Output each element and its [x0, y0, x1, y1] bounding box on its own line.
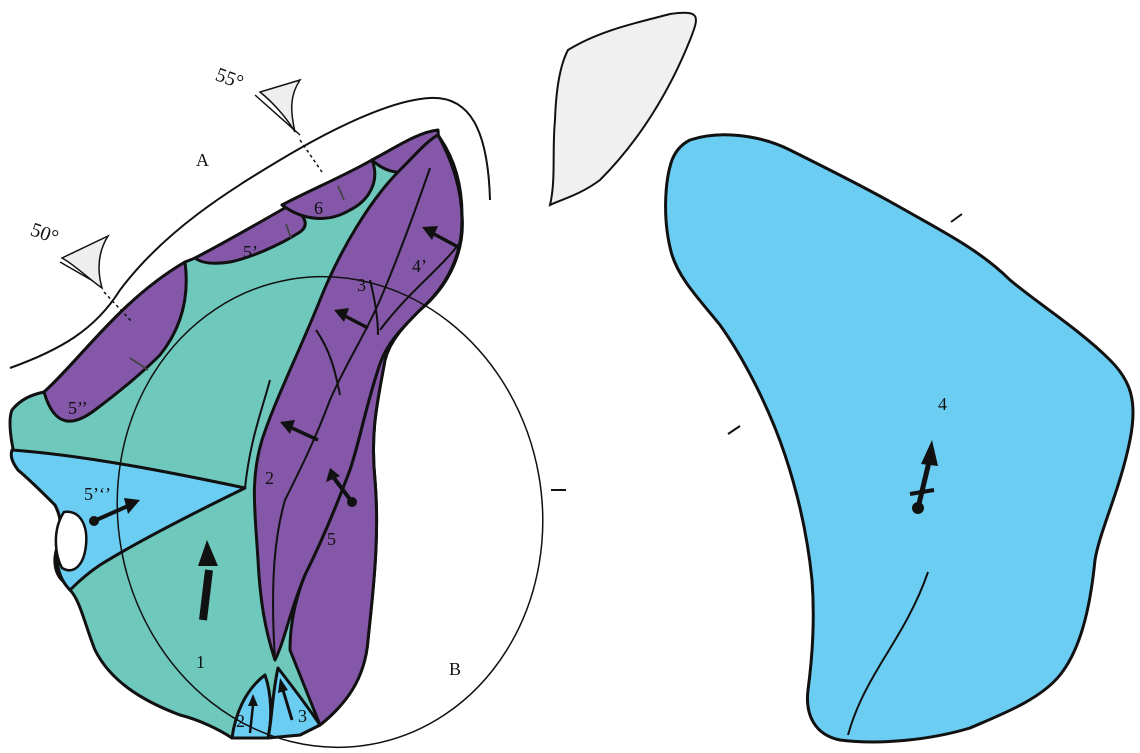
label-scar-5-double: 5’’ [68, 398, 88, 418]
label-scar-5-triple: 5’‘’ [84, 484, 111, 504]
tick-mark-top [951, 214, 962, 222]
label-angle-50: 50° [27, 219, 61, 249]
label-scar-3: 3 [357, 275, 366, 295]
tick-mark-left [728, 426, 740, 434]
label-scar-4-prime: 4’ [412, 256, 427, 276]
label-A: A [196, 150, 209, 170]
label-scar-6: 6 [314, 198, 323, 218]
angle-gauge-55 [255, 80, 322, 172]
label-angle-55: 55° [212, 64, 246, 94]
label-scar-3-small: 3 [298, 706, 307, 726]
notch [56, 512, 86, 570]
label-scar-5: 5 [327, 529, 336, 549]
label-B: B [449, 659, 461, 679]
label-scar-4: 4 [938, 394, 947, 414]
label-scar-2: 2 [265, 468, 274, 488]
artifact-right-body [666, 135, 1133, 742]
angle-gauge-50 [60, 236, 132, 322]
label-scar-1: 1 [196, 652, 205, 672]
label-scar-5-prime: 5’ [243, 242, 258, 262]
label-scar-2-small: 2 [236, 711, 245, 731]
